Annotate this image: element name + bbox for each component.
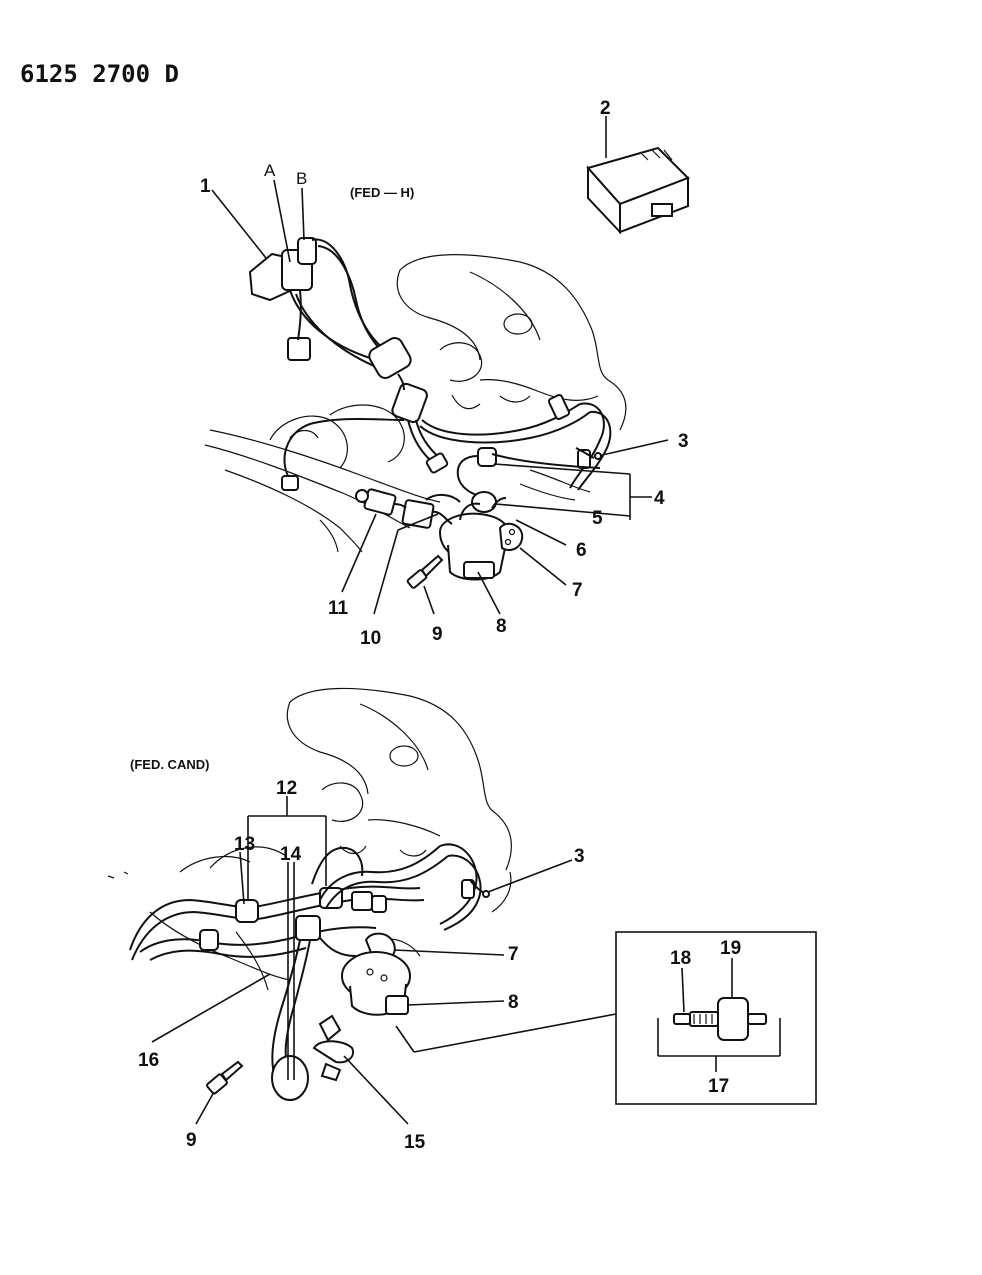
egr-valve-parts-7-8-bottom	[341, 932, 617, 1053]
screw-part-9-bottom	[195, 1060, 244, 1125]
top-view-caption: (FED — H)	[350, 185, 414, 200]
label-2: 2	[600, 98, 611, 119]
hose-harness-parts-12-13-14	[129, 796, 482, 1101]
document-id: 6125 2700 D	[20, 60, 179, 88]
label-15: 15	[404, 1132, 426, 1153]
label-9-bottom: 9	[186, 1130, 197, 1151]
engine-outline-bottom	[107, 687, 512, 991]
label-3-bottom: 3	[574, 846, 585, 867]
bottom-view: (FED. CAND)	[107, 687, 817, 1153]
bracket-part-15	[312, 1014, 409, 1125]
top-view: (FED — H)	[200, 98, 690, 649]
label-14: 14	[280, 844, 302, 865]
label-8: 8	[496, 616, 507, 637]
label-3: 3	[678, 431, 689, 452]
bottom-view-caption: (FED. CAND)	[130, 757, 209, 772]
screw-part-9-top	[406, 554, 444, 615]
label-19: 19	[720, 938, 741, 959]
egr-valve-parts-6-7-8	[438, 497, 567, 615]
label-8-bottom: 8	[508, 992, 519, 1013]
label-7-bottom: 7	[508, 944, 519, 965]
label-16: 16	[138, 1050, 159, 1071]
solenoid-assembly-part-1	[211, 179, 612, 491]
label-10: 10	[360, 628, 381, 649]
clip-part-3-bottom	[469, 859, 573, 898]
label-B: B	[296, 169, 307, 188]
label-17: 17	[708, 1076, 729, 1097]
inset-parts-17-18-19	[615, 931, 817, 1105]
label-13: 13	[234, 834, 255, 855]
inset-box	[615, 931, 817, 1105]
part-16-pointer	[151, 973, 271, 1043]
label-7: 7	[572, 580, 583, 601]
label-4: 4	[654, 488, 665, 509]
label-6: 6	[576, 540, 587, 561]
label-1: 1	[200, 176, 211, 197]
label-9: 9	[432, 624, 443, 645]
clip-part-3-top	[575, 439, 669, 460]
label-11: 11	[328, 598, 349, 619]
label-A: A	[264, 161, 276, 180]
hose-connectors-parts-4-5	[425, 447, 652, 520]
sensors-parts-10-11	[341, 488, 461, 615]
label-5: 5	[592, 508, 603, 529]
label-18: 18	[670, 948, 691, 969]
control-module-part-2	[586, 116, 690, 235]
label-12: 12	[276, 778, 297, 799]
